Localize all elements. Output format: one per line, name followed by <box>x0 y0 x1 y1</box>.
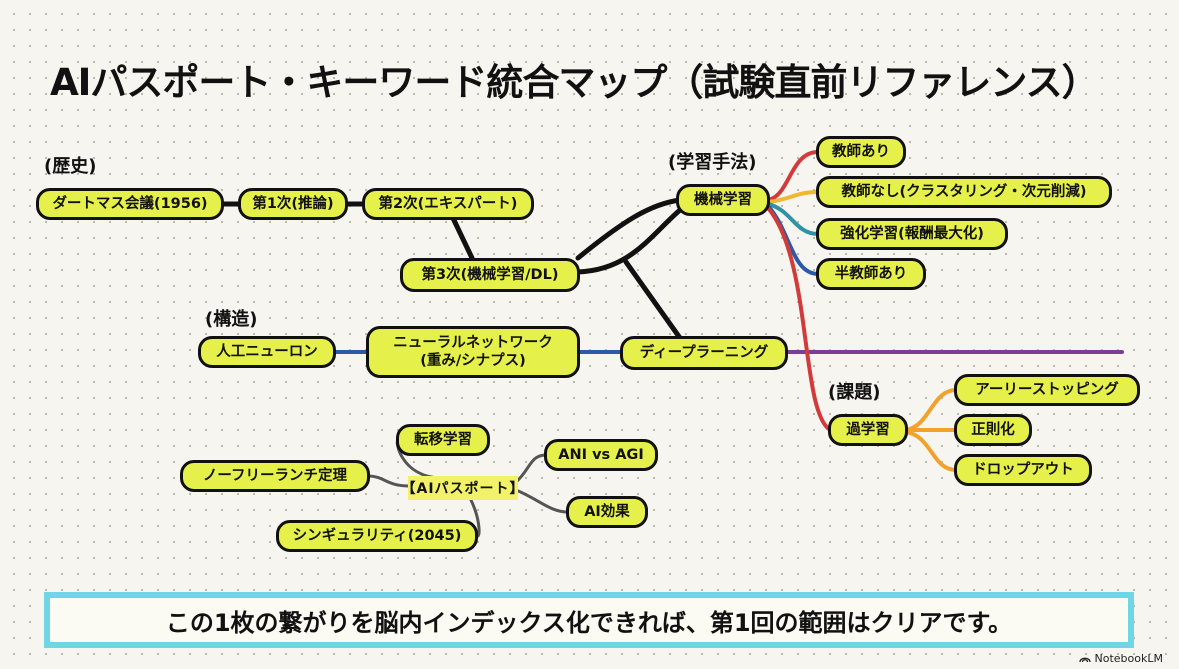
node-transfer-learning: 転移学習 <box>396 424 490 456</box>
node-no-free-lunch: ノーフリーランチ定理 <box>180 460 370 492</box>
node-ani-vs-agi: ANI vs AGI <box>544 439 658 471</box>
node-supervised: 教師あり <box>816 136 906 168</box>
node-overfitting: 過学習 <box>828 414 908 446</box>
edge-third-dl <box>623 259 683 341</box>
edge-ml-supervised <box>766 150 820 202</box>
edge-center-aieffect <box>514 488 570 514</box>
node-third-wave: 第3次(機械学習/DL) <box>400 258 580 292</box>
section-label-structure: (構造) <box>205 309 258 330</box>
node-reinforcement: 強化学習(報酬最大化) <box>816 218 1008 250</box>
node-ai-passport-center: 【AIパスポート】 <box>401 476 524 500</box>
edge-center-ani <box>514 453 548 484</box>
watermark: NotebookLM <box>1078 652 1163 665</box>
edge-second-third <box>449 213 475 261</box>
node-singularity: シンギュラリティ(2045) <box>276 520 478 552</box>
node-ai-effect: AI効果 <box>566 496 648 528</box>
edge-ml-overfitting <box>766 206 832 432</box>
node-machine-learning: 機械学習 <box>676 184 770 216</box>
edge-overfit-dropout <box>904 430 958 472</box>
edge-overfit-earlystop <box>904 388 958 432</box>
page-title: AIパスポート・キーワード統合マップ（試験直前リファレンス） <box>50 61 1099 104</box>
watermark-text: NotebookLM <box>1094 652 1163 665</box>
edge-third-ml <box>575 197 683 261</box>
node-second-wave: 第2次(エキスパート) <box>362 188 534 220</box>
node-regularization: 正則化 <box>954 414 1032 446</box>
node-deep-learning: ディープラーニング <box>620 336 788 370</box>
section-label-methods: (学習手法) <box>668 152 757 173</box>
node-dropout: ドロップアウト <box>954 454 1092 486</box>
node-unsupervised: 教師なし(クラスタリング・次元削減) <box>816 176 1112 208</box>
edge-center-singularity <box>468 496 481 538</box>
section-label-issues: (課題) <box>828 382 881 403</box>
notebooklm-logo-icon <box>1078 657 1091 663</box>
edge-third-ml-2 <box>575 207 683 275</box>
node-first-wave: 第1次(推論) <box>238 188 348 220</box>
node-early-stopping: アーリーストッピング <box>954 374 1140 406</box>
summary-banner: この1枚の繋がりを脳内インデックス化できれば、第1回の範囲はクリアです。 <box>44 592 1134 648</box>
node-neural-network: ニューラルネットワーク (重み/シナプス) <box>366 326 580 378</box>
node-artificial-neuron: 人工ニューロン <box>198 336 336 368</box>
section-label-history: (歴史) <box>44 156 97 177</box>
edge-ml-reinforcement <box>766 202 820 236</box>
edge-center-nofreelunch <box>366 474 412 488</box>
edge-ml-unsupervised <box>766 190 820 204</box>
node-semi-supervised: 半教師あり <box>816 258 926 290</box>
node-dartmouth: ダートマス会議(1956) <box>36 188 224 220</box>
